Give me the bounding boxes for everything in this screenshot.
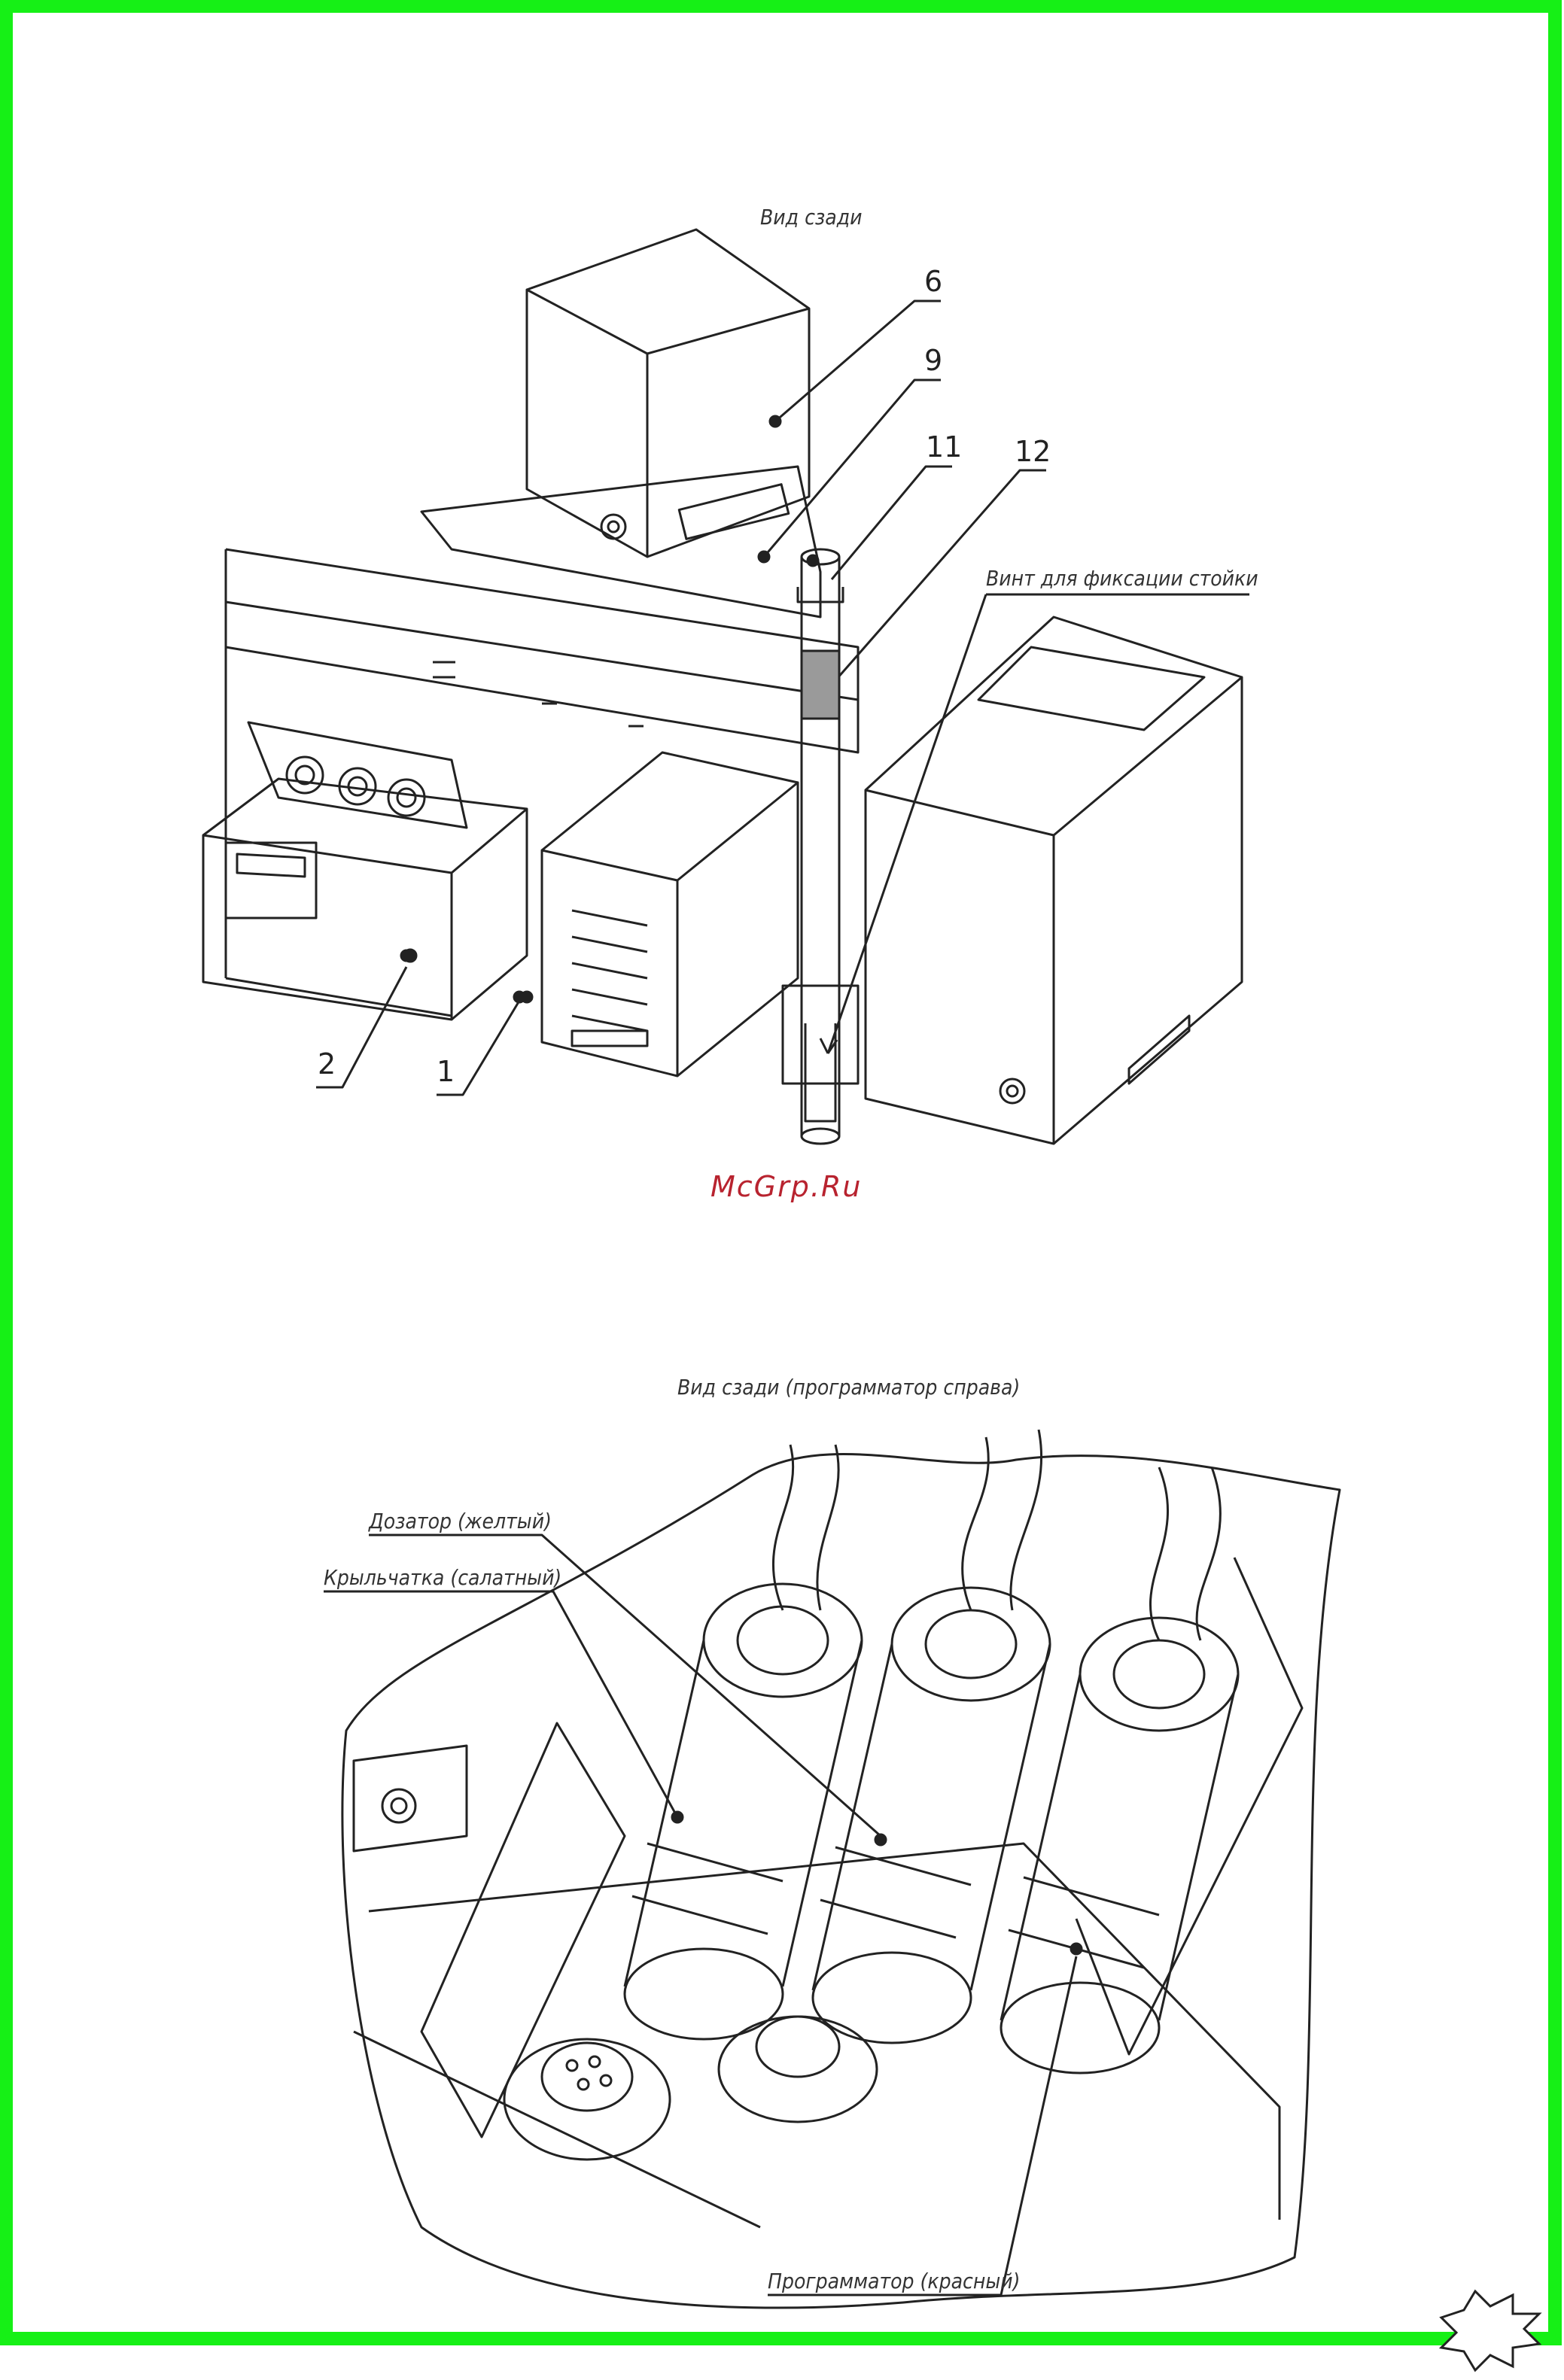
connector-detail-drawing: [324, 1430, 1340, 2308]
watermark: McGrp.Ru: [710, 1170, 862, 1203]
callout-1: 1: [437, 1055, 455, 1088]
connector-dosator: [625, 1584, 862, 2039]
callout-11: 11: [926, 430, 962, 464]
top-view-title: Вид сзади: [760, 205, 863, 229]
callout-12: 12: [1015, 435, 1051, 468]
label-dosator: Дозатор (желтый): [369, 1509, 552, 1533]
callout-6: 6: [924, 265, 942, 298]
screw-note: Винт для фиксации стойки: [986, 566, 1258, 591]
callout-9: 9: [924, 344, 942, 377]
bottom-view-title: Вид сзади (программатор справа): [677, 1375, 1020, 1400]
label-programmer: Программатор (красный): [768, 2269, 1020, 2293]
sleeve-12: [802, 651, 839, 719]
connector-programmer: [1001, 1618, 1238, 2073]
connector-impeller: [813, 1588, 1050, 2043]
callout-2: 2: [318, 1047, 336, 1081]
label-impeller: Крыльчатка (салатный): [324, 1565, 561, 1590]
starburst-icon: [1441, 2291, 1539, 2370]
top-assembly-drawing: [203, 229, 1249, 1144]
